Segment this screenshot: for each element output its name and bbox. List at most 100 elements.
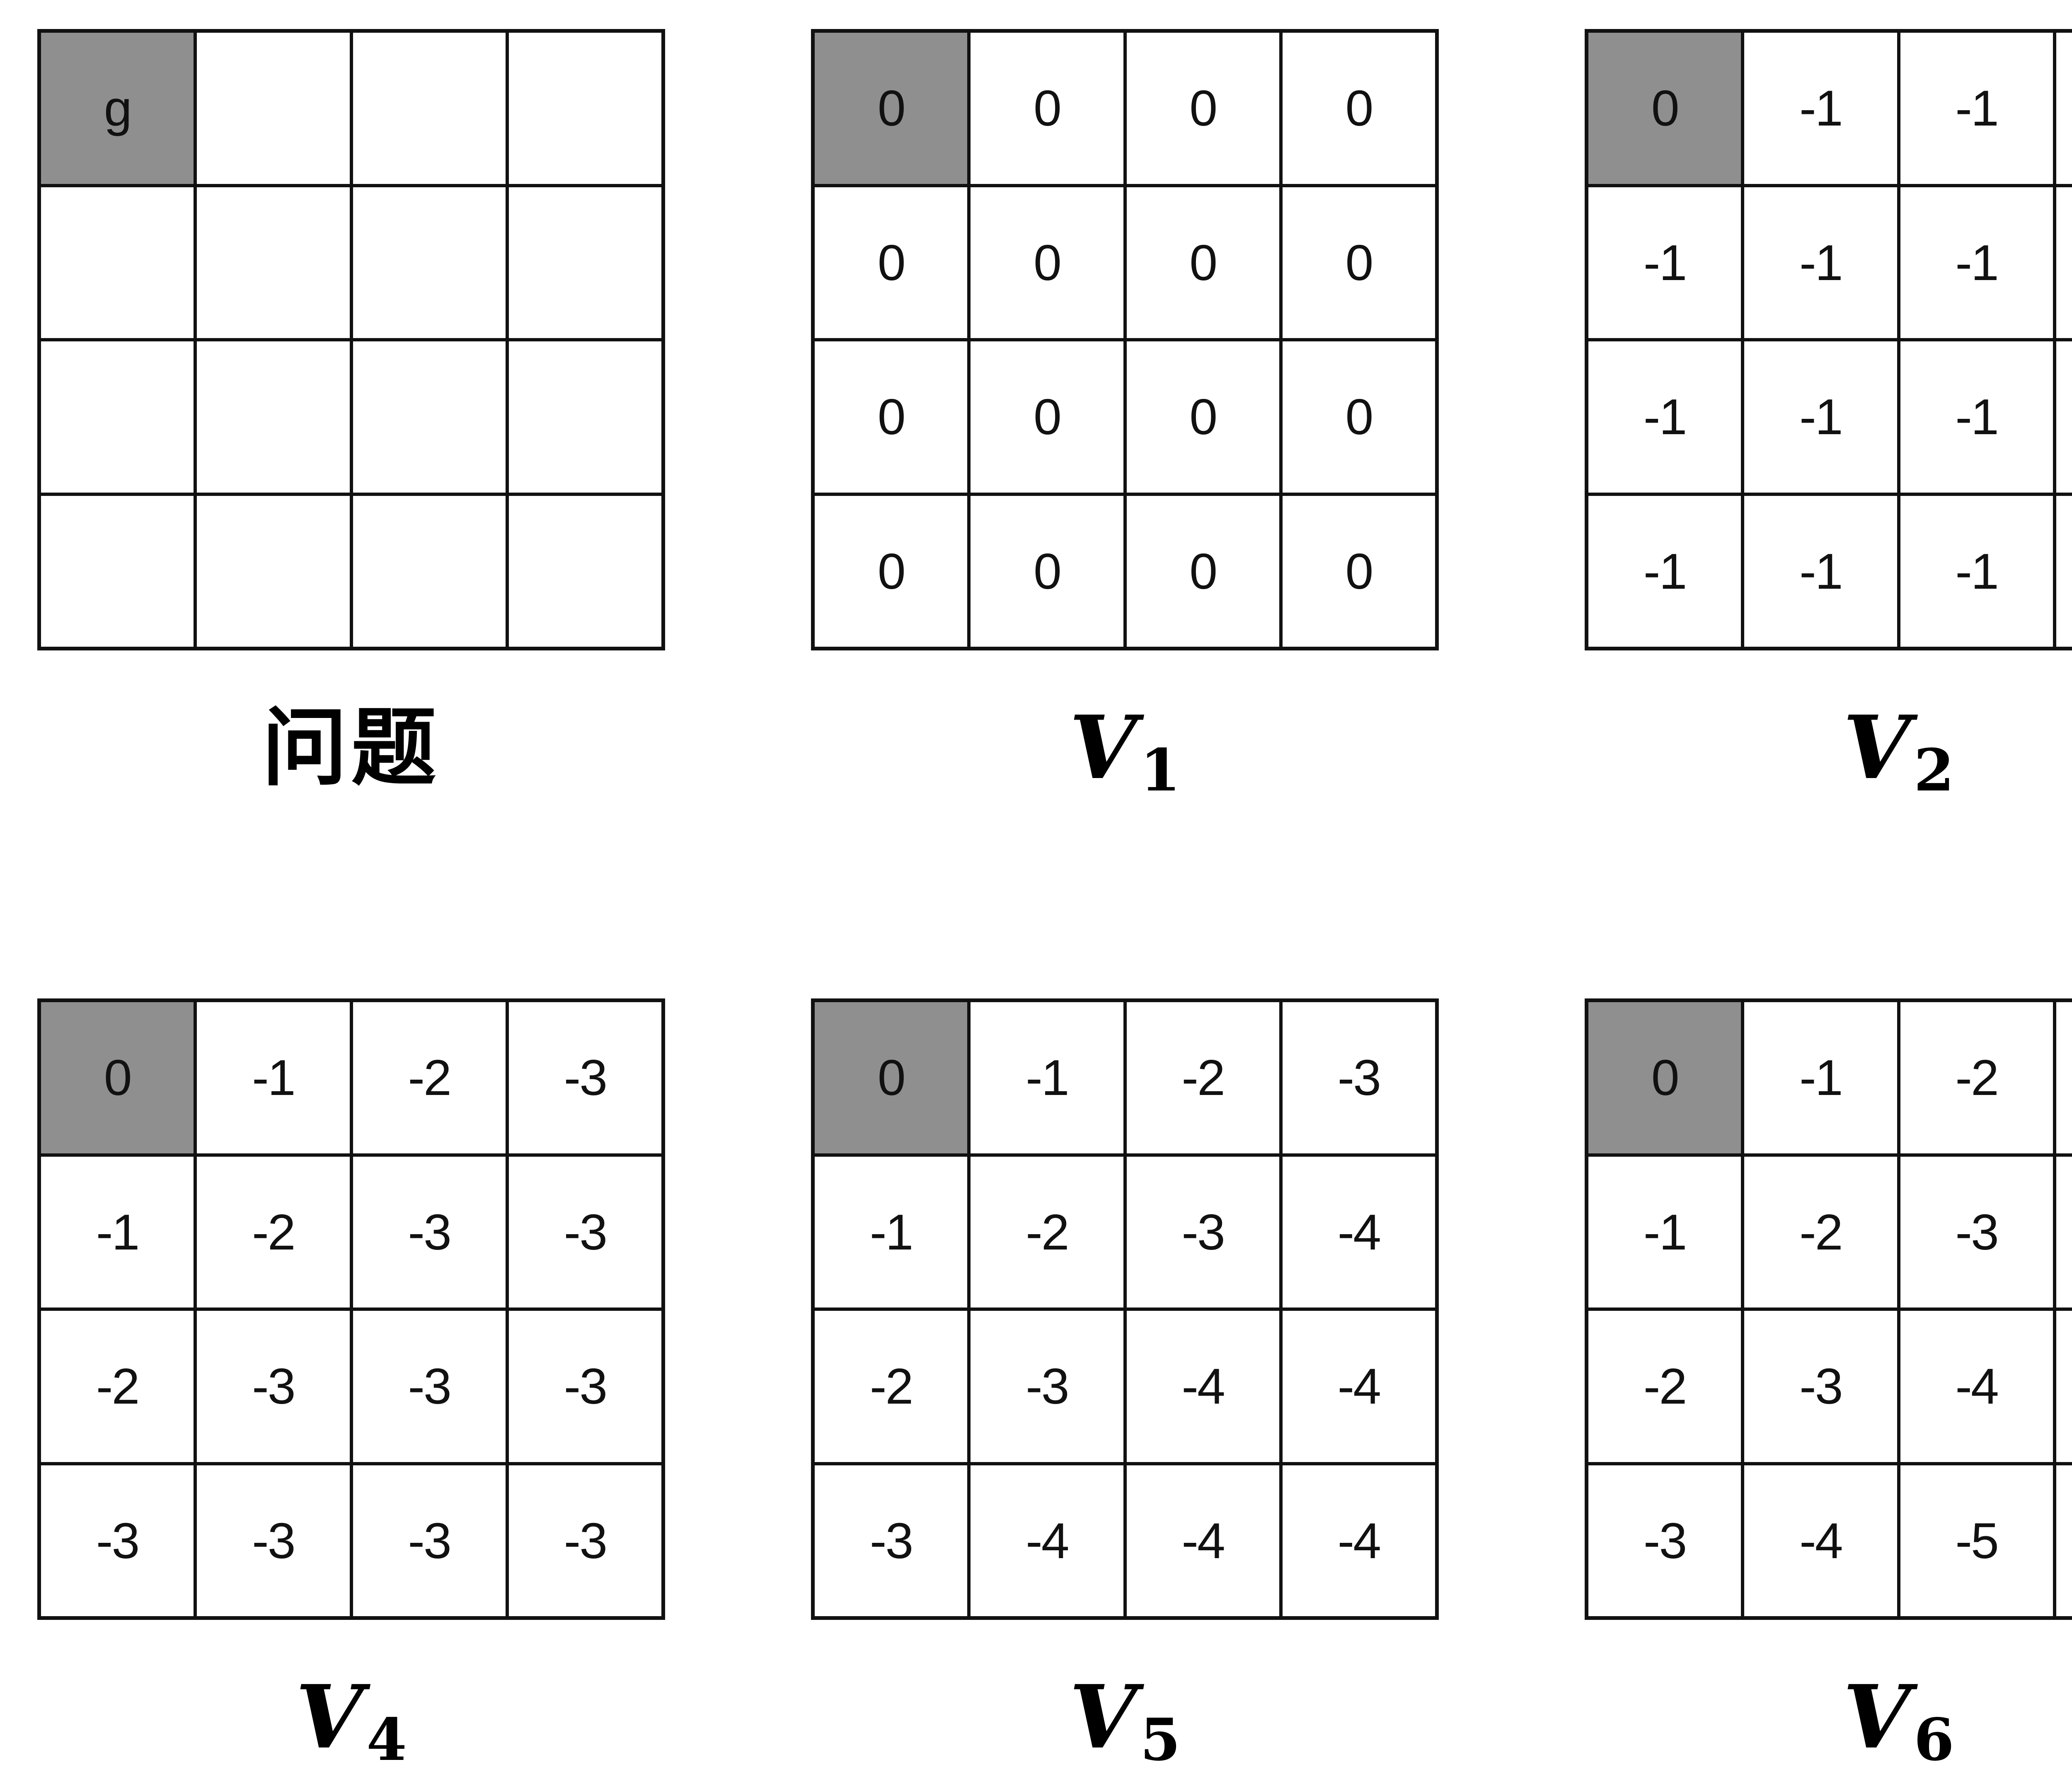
- cell-V4-r3c0: -3: [39, 1463, 196, 1618]
- cell-V1-r0c1: 0: [969, 31, 1125, 186]
- cell-V2-r2c3: -1: [2054, 340, 2072, 494]
- cell-V1-r0c0: 0: [813, 31, 969, 186]
- cell-V2-r3c2: -1: [1898, 494, 2055, 648]
- caption-text: 问题: [262, 698, 441, 798]
- cell-V2-r1c3: -1: [2054, 185, 2072, 340]
- cell-V4-r3c3: -3: [507, 1463, 663, 1618]
- cell-V4-r0c3: -3: [507, 1001, 663, 1155]
- cell-V5-r2c1: -3: [969, 1309, 1125, 1464]
- cell-V2-r0c3: -1: [2054, 31, 2072, 186]
- cell-V2-r3c0: -1: [1587, 494, 1743, 648]
- cell-V1-r2c1: 0: [969, 340, 1125, 494]
- cell-problem-r0c0: g: [39, 31, 196, 186]
- cell-V4-r1c3: -3: [507, 1155, 663, 1309]
- cell-V1-r0c3: 0: [1280, 31, 1437, 186]
- cell-V2-r0c0: 0: [1587, 31, 1743, 186]
- caption-base: V: [1069, 696, 1137, 799]
- cell-V2-r1c1: -1: [1743, 185, 1899, 340]
- cell-V5-r0c0: 0: [813, 1001, 969, 1155]
- cell-V4-r2c2: -3: [351, 1309, 507, 1464]
- cell-V1-r3c0: 0: [813, 494, 969, 648]
- cell-V2-r3c1: -1: [1743, 494, 1899, 648]
- cell-problem-r1c3: [507, 185, 663, 340]
- cell-V2-r0c1: -1: [1743, 31, 1899, 186]
- cell-problem-r0c1: [195, 31, 351, 186]
- caption-base: V: [295, 1666, 363, 1768]
- cell-V6-r3c0: -3: [1587, 1463, 1743, 1618]
- cell-problem-r3c3: [507, 494, 663, 648]
- cell-V6-r0c3: -3: [2054, 1001, 2072, 1155]
- cell-V2-r0c2: -1: [1898, 31, 2055, 186]
- cell-V2-r1c0: -1: [1587, 185, 1743, 340]
- cell-V5-r2c2: -4: [1125, 1309, 1281, 1464]
- cell-V5-r1c3: -4: [1280, 1155, 1437, 1309]
- cell-V4-r2c3: -3: [507, 1309, 663, 1464]
- cell-V1-r3c3: 0: [1280, 494, 1437, 648]
- cell-V4-r2c0: -2: [39, 1309, 196, 1464]
- cell-problem-r1c0: [39, 185, 196, 340]
- cell-V4-r3c2: -3: [351, 1463, 507, 1618]
- cell-V2-r1c2: -1: [1898, 185, 2055, 340]
- cell-V4-r1c1: -2: [195, 1155, 351, 1309]
- cell-V4-r1c2: -3: [351, 1155, 507, 1309]
- cell-problem-r1c1: [195, 185, 351, 340]
- cell-V2-r2c2: -1: [1898, 340, 2055, 494]
- grid-figure-V6: 0-1-2-3-1-2-3-4-2-3-4-5-3-4-5-5V6: [1585, 998, 2072, 1773]
- caption-subscript: 2: [1914, 737, 1954, 805]
- cell-problem-r1c2: [351, 185, 507, 340]
- value-grid-V2: 0-1-1-1-1-1-1-1-1-1-1-1-1-1-1-1: [1585, 29, 2072, 650]
- cell-V1-r1c1: 0: [969, 185, 1125, 340]
- cell-V6-r2c2: -4: [1898, 1309, 2055, 1464]
- cell-V5-r2c0: -2: [813, 1309, 969, 1464]
- caption-subscript: 4: [366, 1706, 407, 1774]
- caption-subscript: 6: [1914, 1706, 1954, 1774]
- cell-V6-r3c3: -5: [2054, 1463, 2072, 1618]
- cell-problem-r0c2: [351, 31, 507, 186]
- cell-V6-r0c0: 0: [1587, 1001, 1743, 1155]
- cell-V6-r0c2: -2: [1898, 1001, 2055, 1155]
- cell-V5-r0c2: -2: [1125, 1001, 1281, 1155]
- cell-V5-r0c1: -1: [969, 1001, 1125, 1155]
- cell-V1-r3c1: 0: [969, 494, 1125, 648]
- cell-V5-r3c1: -4: [969, 1463, 1125, 1618]
- cell-V1-r2c3: 0: [1280, 340, 1437, 494]
- cell-V4-r1c0: -1: [39, 1155, 196, 1309]
- value-grid-problem: g: [37, 29, 665, 650]
- cell-V4-r3c1: -3: [195, 1463, 351, 1618]
- cell-V6-r1c1: -2: [1743, 1155, 1899, 1309]
- cell-V5-r3c0: -3: [813, 1463, 969, 1618]
- cell-V4-r2c1: -3: [195, 1309, 351, 1464]
- cell-V2-r2c1: -1: [1743, 340, 1899, 494]
- cell-V5-r3c2: -4: [1125, 1463, 1281, 1618]
- caption-base: V: [1843, 1666, 1911, 1768]
- cell-V2-r2c0: -1: [1587, 340, 1743, 494]
- cell-V5-r2c3: -4: [1280, 1309, 1437, 1464]
- cell-problem-r3c0: [39, 494, 196, 648]
- cell-problem-r0c3: [507, 31, 663, 186]
- cell-V5-r0c3: -3: [1280, 1001, 1437, 1155]
- caption-base: V: [1843, 696, 1911, 799]
- cell-V6-r1c2: -3: [1898, 1155, 2055, 1309]
- cell-V2-r3c3: -1: [2054, 494, 2072, 648]
- cell-V6-r2c0: -2: [1587, 1309, 1743, 1464]
- grid-figure-V2: 0-1-1-1-1-1-1-1-1-1-1-1-1-1-1-1V2: [1585, 29, 2072, 804]
- cell-V6-r3c2: -5: [1898, 1463, 2055, 1618]
- cell-V5-r3c3: -4: [1280, 1463, 1437, 1618]
- cell-V1-r2c2: 0: [1125, 340, 1281, 494]
- value-grid-V5: 0-1-2-3-1-2-3-4-2-3-4-4-3-4-4-4: [811, 998, 1439, 1620]
- cell-V4-r0c2: -2: [351, 1001, 507, 1155]
- caption-base: V: [1069, 1666, 1137, 1768]
- caption-subscript: 5: [1140, 1706, 1181, 1774]
- cell-V6-r2c3: -5: [2054, 1309, 2072, 1464]
- cell-V1-r2c0: 0: [813, 340, 969, 494]
- cell-V5-r1c2: -3: [1125, 1155, 1281, 1309]
